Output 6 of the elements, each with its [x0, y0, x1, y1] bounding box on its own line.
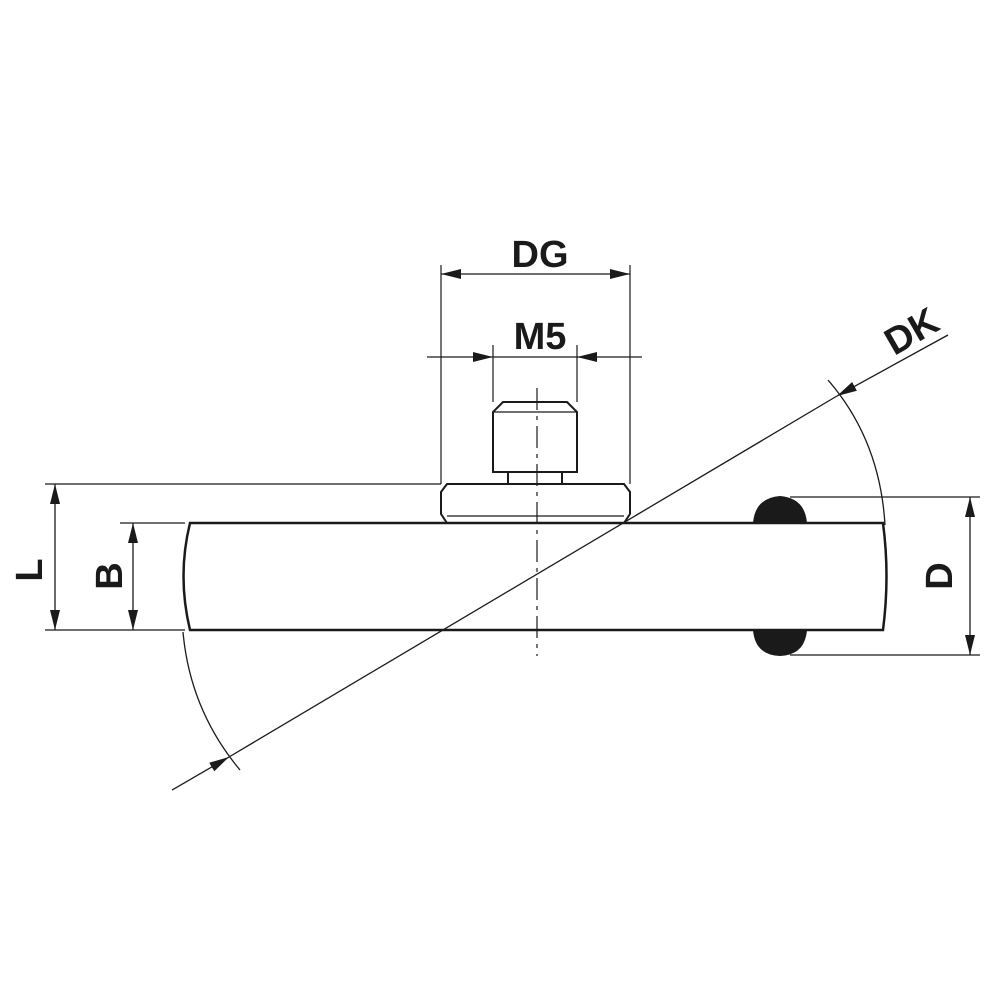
- dimension-label: L: [11, 558, 49, 582]
- dimension-label: DK: [878, 302, 946, 362]
- dimension-label: DG: [512, 236, 568, 274]
- dimension-label: M5: [514, 318, 566, 356]
- dimension-label: B: [91, 562, 129, 590]
- dimension-label: D: [921, 562, 959, 590]
